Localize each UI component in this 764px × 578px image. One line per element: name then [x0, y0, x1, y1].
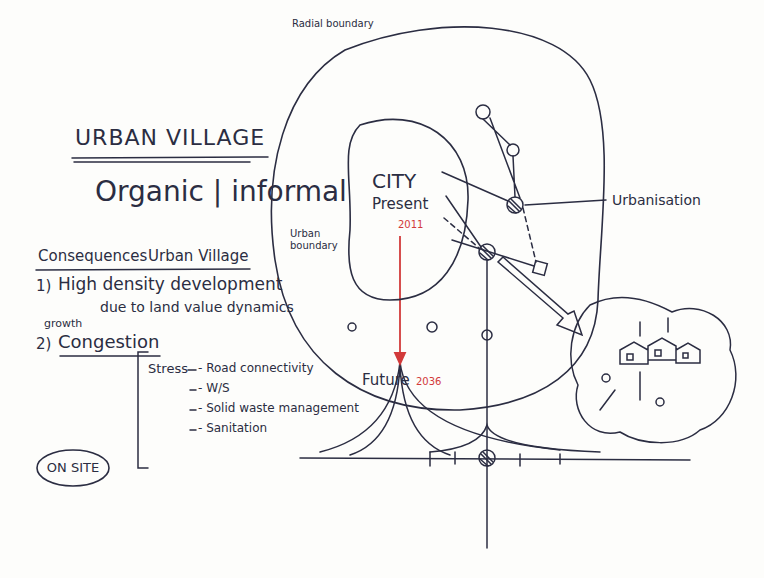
- title: URBAN VILLAGE: [75, 125, 265, 150]
- bracket: [138, 352, 148, 468]
- region-boundary: Radial boundaryUrban boundary CITY Present…: [262, 10, 607, 415]
- village: [427, 322, 437, 332]
- boundary-label: Radial boundary: [292, 18, 374, 30]
- callout-label: Urbanisation: [612, 192, 701, 208]
- hatch: [508, 199, 521, 213]
- village: [482, 330, 492, 340]
- hollow-arrow: [498, 257, 582, 335]
- underline: [36, 269, 250, 270]
- list-number: 1): [36, 278, 51, 295]
- growth-arrow: [399, 236, 401, 356]
- stress-item: - Road connectivity: [198, 362, 313, 376]
- village: [348, 323, 356, 331]
- time-label: Present: [372, 196, 428, 213]
- arrow-head: [395, 353, 405, 364]
- consequence-note: due to land value dynamics: [100, 299, 294, 315]
- village: [507, 197, 523, 213]
- village: [507, 144, 519, 156]
- year-label: 2011: [398, 219, 423, 231]
- stress-item: - W/S: [198, 382, 230, 396]
- heading: Urban Village: [148, 248, 249, 265]
- consequence: High density development: [58, 275, 282, 295]
- time-label: Future: [362, 372, 410, 389]
- outline: [262, 10, 607, 415]
- value-curve: [430, 425, 600, 452]
- hatch: [480, 452, 493, 466]
- stress-item: - Sanitation: [198, 422, 267, 436]
- hatch: [480, 246, 493, 260]
- stress-label: Stress: [148, 362, 188, 377]
- circled-note: ON SITE: [47, 461, 99, 476]
- leader-line: [525, 200, 606, 205]
- house-detail: [600, 318, 688, 410]
- consequence: Congestion: [58, 332, 159, 353]
- axis-line: [486, 260, 488, 548]
- list-number: 2): [36, 336, 51, 353]
- year-label: 2036: [416, 376, 441, 388]
- dash: [188, 370, 196, 430]
- value-curve: [350, 366, 450, 455]
- underline: [72, 157, 268, 162]
- outline-shape: [37, 450, 109, 486]
- tree: [656, 398, 664, 406]
- link-line: [442, 118, 534, 266]
- boundary-label: Urban boundary: [290, 228, 342, 251]
- city-name: CITY: [372, 170, 416, 193]
- underline: [60, 355, 160, 357]
- outline-shape: [348, 119, 468, 300]
- village: [479, 244, 495, 260]
- subtitle: Organic | informal: [95, 176, 347, 208]
- village: [533, 261, 548, 276]
- outline-shape: [271, 27, 604, 410]
- tree: [602, 374, 610, 382]
- city-boundary: Urban boundary CITY Present 2011: [288, 112, 473, 312]
- on-site-circle: ON SITE: [35, 448, 111, 488]
- stress-item: - Solid waste management: [198, 402, 359, 416]
- heading: Consequences: [38, 248, 147, 265]
- village: [479, 450, 495, 466]
- consequence-note: growth: [44, 318, 82, 331]
- village: [476, 105, 490, 119]
